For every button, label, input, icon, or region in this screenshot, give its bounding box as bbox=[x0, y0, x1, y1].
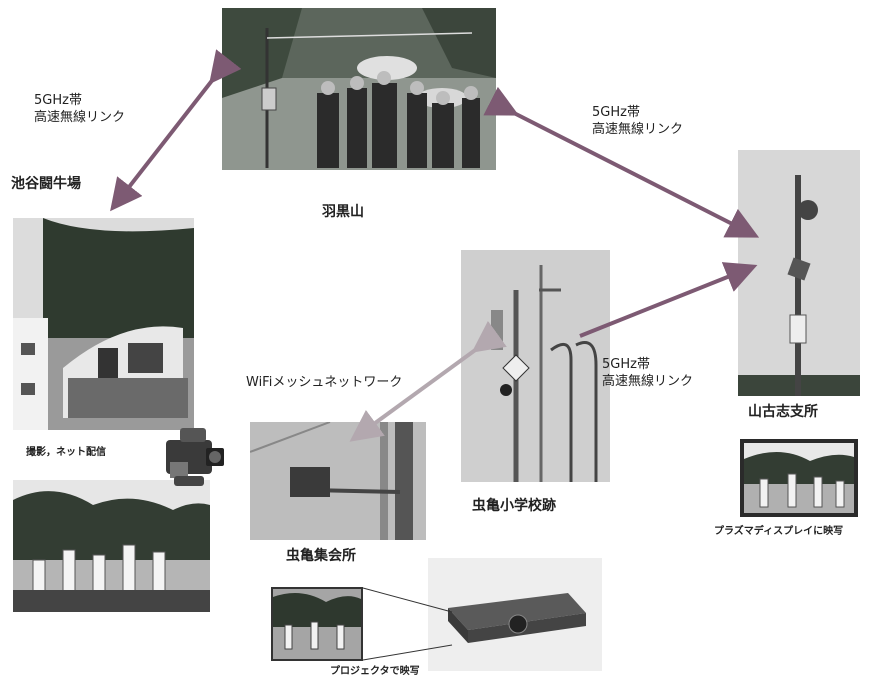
video-camera-photo bbox=[160, 422, 228, 490]
site-label-hagurosan: 羽黒山 bbox=[322, 204, 364, 220]
projector-connector-bottom bbox=[362, 644, 453, 661]
hagurosan-photo bbox=[222, 8, 496, 170]
caption-projector: プロジェクタで映写 bbox=[330, 666, 420, 677]
site-label-yamakoshi: 山古志支所 bbox=[748, 404, 818, 420]
link-arrow-wifi bbox=[349, 320, 507, 442]
projector-photo bbox=[428, 558, 602, 671]
projector-screen-photo bbox=[271, 587, 363, 661]
link-label-wifi-mesh: WiFiメッシュネットワーク bbox=[246, 375, 403, 390]
link-arrow-mushigame-yamakoshi bbox=[579, 262, 758, 338]
site-label-ikedani: 池谷闘牛場 bbox=[11, 176, 81, 192]
link-arrow-hagurosan-ikedani bbox=[110, 49, 242, 212]
link-arrow-hagurosan-yamakoshi bbox=[483, 86, 760, 238]
ikedani-photo bbox=[13, 218, 194, 430]
caption-camera: 撮影，ネット配信 bbox=[26, 447, 106, 458]
ikedani-crowd-photo bbox=[13, 480, 210, 612]
projector-connector-top bbox=[362, 587, 453, 613]
site-label-mushigame-school: 虫亀小学校跡 bbox=[472, 498, 556, 514]
caption-plasma: プラズマディスプレイに映写 bbox=[714, 526, 844, 537]
link-label-mushigame-yamakoshi: 5GHz帯 高速無線リンク bbox=[602, 357, 694, 389]
plasma-display-photo bbox=[740, 439, 858, 517]
link-label-hagurosan-yamakoshi: 5GHz帯 高速無線リンク bbox=[592, 105, 684, 137]
link-label-hagurosan-ikedani: 5GHz帯 高速無線リンク bbox=[34, 93, 126, 125]
site-label-mushigame-hall: 虫亀集会所 bbox=[286, 548, 356, 564]
